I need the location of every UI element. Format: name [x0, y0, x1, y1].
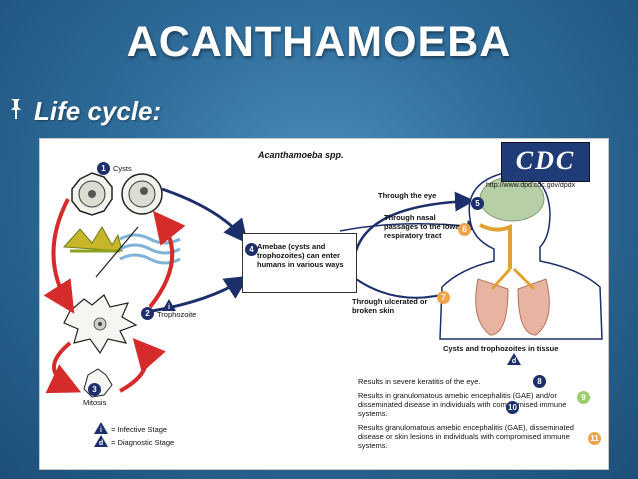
trophozoite-image	[63, 294, 138, 355]
legend-infective-label: = Infective Stage	[111, 425, 168, 434]
diagram-graphics	[43, 171, 603, 398]
stage-number-8: 8	[533, 375, 546, 388]
soil-plants-image	[62, 226, 123, 253]
cdc-url[interactable]: http://www.dpd.cdc.gov/dpdx	[486, 182, 576, 189]
cyst-2-image	[121, 173, 163, 215]
result-3-text: Results granulomatous amebic encephaliti…	[358, 423, 574, 450]
cdc-logo-text: CDC	[515, 146, 576, 175]
human-body-image	[439, 171, 603, 340]
arrow-cysts-to-humans	[161, 187, 248, 244]
cycle-arrow-trophozoite-to-cyst	[148, 210, 186, 309]
stage-number-6: 6	[458, 223, 471, 236]
stage-number-2: 2	[141, 307, 154, 320]
bullet-item: Life cycle:	[8, 96, 161, 127]
legend-diagnostic-label: = Diagnostic Stage	[111, 438, 175, 447]
stage-number-4: 4	[245, 243, 258, 256]
route-eye-label: Through the eye	[378, 191, 437, 200]
arrow-route-eye	[354, 191, 475, 252]
cycle-arrow-mitosis-to-trophozoite	[119, 337, 166, 393]
stage-number-1: 1	[97, 162, 110, 175]
tissue-label: Cysts and trophozoites in tissue	[443, 344, 559, 353]
life-cycle-diagram: CDC http://www.dpd.cdc.gov/dpdx Acantham…	[39, 138, 609, 470]
stage-number-7: 7	[437, 291, 450, 304]
stage-number-10: 10	[506, 401, 519, 414]
bullet-label: Life cycle:	[34, 96, 162, 126]
stage-number-11: 11	[588, 432, 601, 445]
route-skin-label: Through ulcerated or broken skin	[352, 297, 428, 315]
slide-title: ACANTHAMOEBA	[126, 18, 512, 66]
cyst-1-image	[71, 172, 113, 216]
stage-number-3: 3	[88, 383, 101, 396]
stage-3-label: Mitosis	[83, 398, 107, 407]
cycle-arrow-cyst-to-trophozoite	[43, 198, 75, 314]
stage-number-5: 5	[471, 197, 484, 210]
cycle-arrow-trophozoite-to-mitosis	[45, 341, 82, 394]
route-nasal-label: Through nasal passages to the lower resp…	[384, 213, 463, 240]
cdc-logo: CDC	[501, 142, 590, 182]
stage-1-label: Cysts	[113, 164, 132, 173]
result-2-text: Results in granulomatous amebic encephal…	[358, 391, 567, 418]
stage-2-label: Trophozoite	[157, 310, 197, 319]
pushpin-icon	[8, 97, 24, 126]
result-1-text: Results in severe keratitis of the eye.	[358, 377, 481, 386]
species-title: Acanthamoeba spp.	[258, 150, 344, 160]
stage-number-9: 9	[577, 391, 590, 404]
stage-4-text: Amebae (cysts and trophozoites) can ente…	[257, 242, 344, 269]
entry-ways-box	[242, 233, 357, 293]
